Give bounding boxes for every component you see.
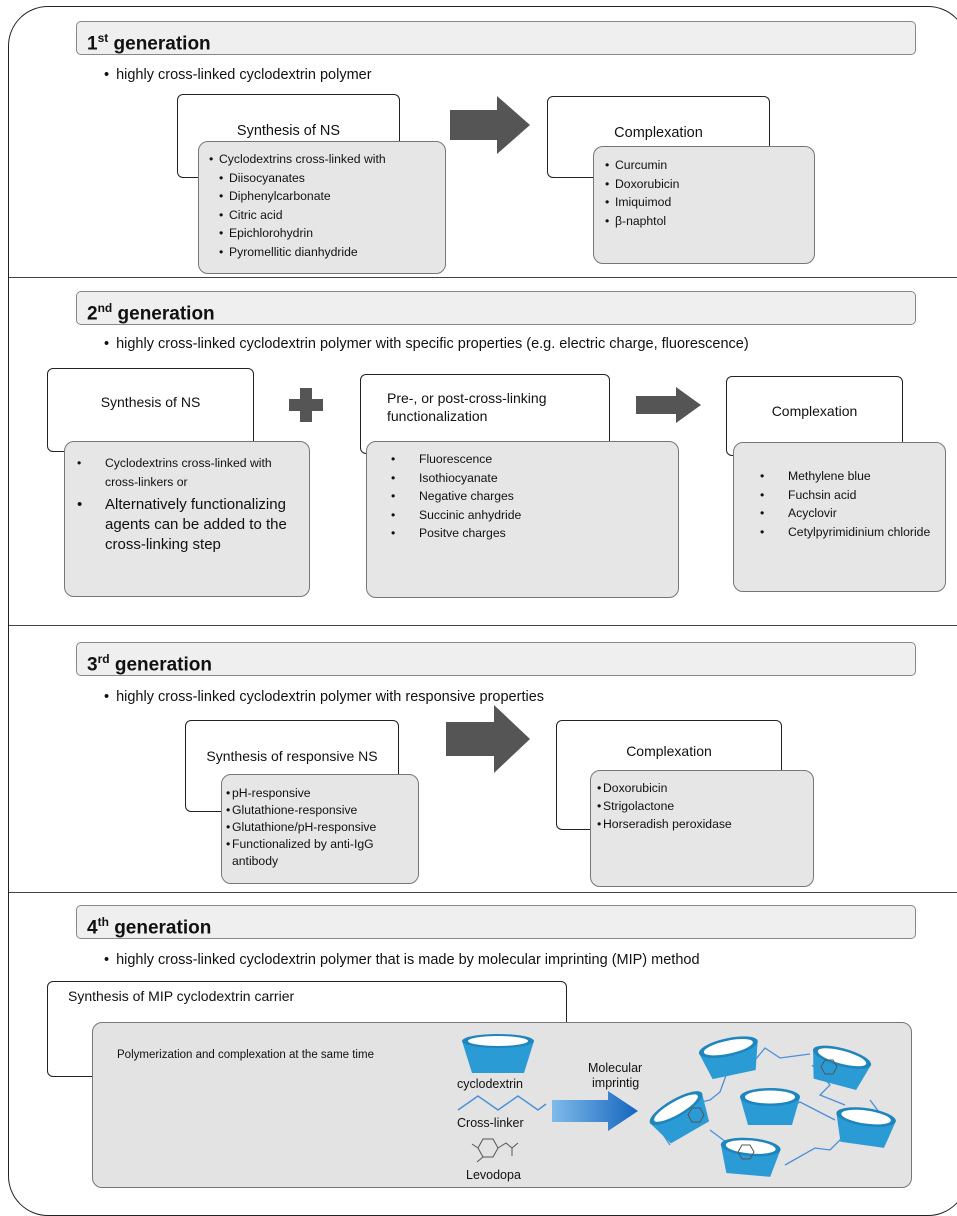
list-item: Pyromellitic dianhydride — [209, 243, 445, 262]
list-item: Doxorubicin — [597, 779, 813, 797]
functionalization-items: FluorescenceIsothiocyanateNegative charg… — [387, 450, 678, 543]
list-item: Isothiocyanate — [387, 469, 678, 488]
generation-4-description: highly cross-linked cyclodextrin polymer… — [104, 952, 699, 968]
list-item: Epichlorohydrin — [209, 224, 445, 243]
list-item: Acyclovir — [756, 504, 945, 523]
generation-2-description: highly cross-linked cyclodextrin polymer… — [104, 336, 749, 352]
generation-label: generation — [114, 654, 212, 676]
process-text: Polymerization and complexation at the s… — [117, 1049, 374, 1061]
ordinal-suffix: rd — [97, 652, 110, 666]
list-item: Curcumin — [605, 156, 814, 175]
list-item: Glutathione/pH-responsive — [226, 819, 414, 836]
synthesis-items: Cyclodextrins cross-linked withDiisocyan… — [209, 150, 445, 261]
list-item: Horseradish peroxidase — [597, 815, 813, 833]
functionalization-title: Pre-, or post-cross-linking functionaliz… — [387, 390, 547, 424]
right-arrow-icon — [446, 705, 530, 773]
section-divider — [9, 625, 957, 626]
ordinal-number: 4 — [87, 917, 98, 939]
functionalization-title-box: Pre-, or post-cross-linking functionaliz… — [360, 374, 610, 454]
crosslinker-label: Cross-linker — [457, 1116, 524, 1130]
list-item: Alternatively functionalizing agents can… — [73, 495, 301, 555]
ordinal-number: 3 — [87, 654, 98, 676]
list-item: Strigolactone — [597, 797, 813, 815]
list-item: Diisocyanates — [209, 169, 445, 188]
arrow-label-line1: Molecular — [588, 1061, 643, 1075]
crosslinker-icon — [457, 1095, 547, 1111]
list-item: Citric acid — [209, 206, 445, 225]
synthesis-title: Synthesis of NS — [236, 123, 341, 139]
synthesis-list-box: Cyclodextrins cross-linked withDiisocyan… — [198, 141, 446, 274]
list-item: pH-responsive — [226, 785, 414, 802]
complexation-items: CurcuminDoxorubicinImiquimodβ-naphtol — [605, 156, 814, 230]
levodopa-structure-icon — [471, 1138, 519, 1163]
synthesis-list-box: pH-responsiveGlutathione-responsiveGluta… — [221, 774, 419, 884]
list-item: Diphenylcarbonate — [209, 187, 445, 206]
generation-2-header: 2nd generation — [76, 291, 916, 325]
generation-4-header: 4th generation — [76, 905, 916, 939]
generation-label: generation — [113, 33, 211, 55]
cyclodextrin-label: cyclodextrin — [457, 1077, 523, 1091]
synthesis-title: Synthesis of responsive NS — [206, 748, 378, 764]
cyclodextrin-cup-icon — [462, 1034, 534, 1073]
generation-1-header: 1st generation — [76, 21, 916, 55]
list-item: Cyclodextrins cross-linked with cross-li… — [73, 454, 301, 491]
list-item: Imiquimod — [605, 193, 814, 212]
generation-label: generation — [117, 303, 215, 325]
right-arrow-icon — [636, 387, 701, 423]
list-item: Fluorescence — [387, 450, 678, 469]
plus-icon — [289, 388, 323, 422]
generation-3-description: highly cross-linked cyclodextrin polymer… — [104, 689, 544, 705]
section-divider — [9, 892, 957, 893]
ordinal-number: 2 — [87, 303, 98, 325]
complexation-list-box: CurcuminDoxorubicinImiquimodβ-naphtol — [593, 146, 815, 264]
right-arrow-icon — [450, 96, 530, 154]
synthesis-items: pH-responsiveGlutathione-responsiveGluta… — [226, 785, 414, 870]
ordinal-suffix: nd — [97, 301, 113, 315]
imprinted-polymer-network-icon — [645, 1032, 898, 1178]
functionalization-list-box: FluorescenceIsothiocyanateNegative charg… — [366, 441, 679, 598]
blue-arrow-icon — [552, 1091, 638, 1131]
list-item: Fuchsin acid — [756, 486, 945, 505]
synthesis-title-box: Synthesis of NS — [47, 368, 254, 452]
list-item: Methylene blue — [756, 467, 945, 486]
synthesis-list-box: Cyclodextrins cross-linked with cross-li… — [64, 441, 310, 597]
complexation-list-box: DoxorubicinStrigolactoneHorseradish pero… — [590, 770, 814, 887]
section-divider — [9, 277, 957, 278]
generation-3-header: 3rd generation — [76, 642, 916, 676]
synthesis-title: Synthesis of NS — [100, 394, 201, 410]
complexation-list-box: Methylene blueFuchsin acidAcyclovirCetyl… — [733, 442, 946, 592]
list-item: Doxorubicin — [605, 175, 814, 194]
list-item: Positve charges — [387, 524, 678, 543]
complexation-title: Complexation — [626, 743, 712, 759]
list-item: Negative charges — [387, 487, 678, 506]
generation-1-description: highly cross-linked cyclodextrin polymer — [104, 67, 371, 83]
list-item: Succinic anhydride — [387, 506, 678, 525]
list-item: Cetylpyrimidinium chloride — [756, 523, 945, 542]
synthesis-title: Synthesis of MIP cyclodextrin carrier — [68, 988, 295, 1004]
ordinal-suffix: st — [97, 31, 109, 45]
ordinal-number: 1 — [87, 33, 98, 55]
complexation-items: DoxorubicinStrigolactoneHorseradish pero… — [597, 779, 813, 833]
synthesis-items: Cyclodextrins cross-linked with cross-li… — [73, 454, 301, 555]
list-item: Functionalized by anti-IgG antibody — [226, 836, 414, 870]
list-item: Cyclodextrins cross-linked with — [209, 150, 445, 169]
list-item: Glutathione-responsive — [226, 802, 414, 819]
complexation-items: Methylene blueFuchsin acidAcyclovirCetyl… — [756, 467, 945, 541]
ordinal-suffix: th — [97, 915, 109, 929]
complexation-title: Complexation — [771, 403, 858, 419]
generation-label: generation — [114, 917, 212, 939]
list-item: β-naphtol — [605, 212, 814, 231]
arrow-label-line2: imprintig — [592, 1076, 640, 1090]
levodopa-label: Levodopa — [466, 1168, 521, 1182]
complexation-title: Complexation — [614, 125, 703, 141]
